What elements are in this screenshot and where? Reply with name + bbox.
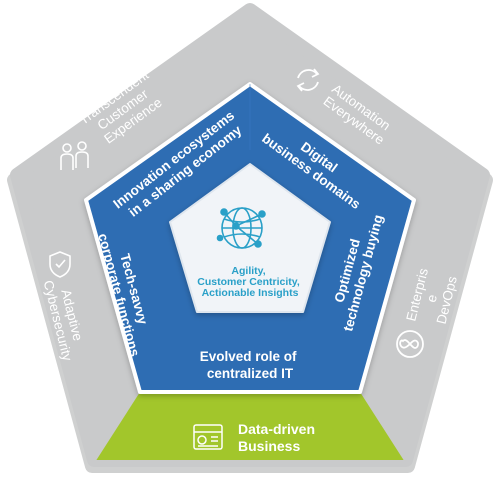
enterprise-line-2: e (424, 293, 440, 304)
network-globe-icon (216, 207, 266, 249)
evolved-line-1: Evolved role of (200, 349, 297, 364)
evolved-label: Evolved role of centralized IT (200, 349, 301, 381)
data-driven-label: Data-driven Business (238, 421, 319, 454)
bottom-segment (90, 392, 410, 460)
data-driven-line-1: Data-driven (238, 421, 315, 437)
dashboard-icon (193, 424, 223, 450)
core-line-2: Customer Centricity, (197, 276, 300, 288)
green-segment (90, 392, 410, 460)
shield-icon (49, 251, 71, 278)
infinity-icon (396, 330, 424, 358)
people-icon (60, 141, 89, 170)
data-driven-line-2: Business (238, 438, 300, 454)
core-line-1: Agility, (231, 265, 265, 277)
core-line-3: Actionable Insights (202, 287, 299, 299)
evolved-line-2: centralized IT (207, 366, 294, 381)
core-text: Agility, Customer Centricity, Actionable… (197, 265, 302, 299)
cycle-arrows-icon (296, 68, 320, 92)
